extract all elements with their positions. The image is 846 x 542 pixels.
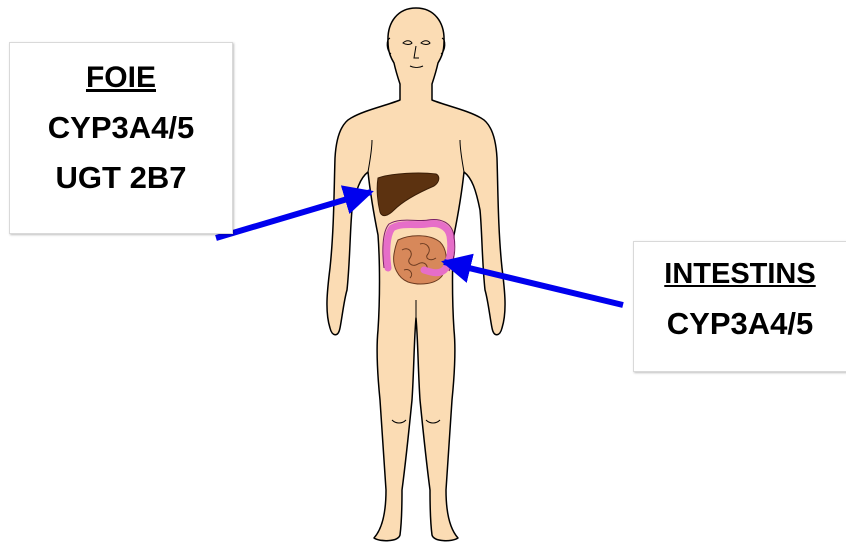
small-intestine-organ [394,236,447,284]
liver-enzyme-1: CYP3A4/5 [10,112,232,143]
liver-label-box: FOIE CYP3A4/5 UGT 2B7 [9,42,233,234]
liver-enzyme-2: UGT 2B7 [10,162,232,193]
intestine-label-box: INTESTINS CYP3A4/5 [633,241,846,372]
intestine-arrow [444,262,623,305]
intestine-enzyme-1: CYP3A4/5 [634,308,846,339]
intestine-title: INTESTINS [634,260,846,289]
liver-title: FOIE [10,63,232,93]
